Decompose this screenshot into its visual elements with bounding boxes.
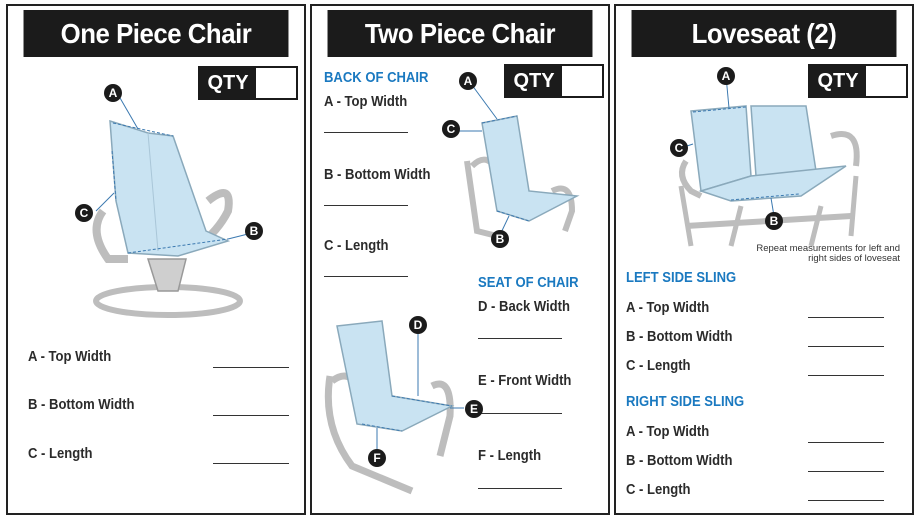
- right-field-a: A - Top Width: [626, 424, 710, 440]
- one-piece-chair-illustration: A B C: [75, 84, 263, 318]
- qty-field[interactable]: QTY: [504, 64, 604, 98]
- right-side-sling-heading: RIGHT SIDE SLING: [626, 394, 745, 410]
- qty-label: QTY: [506, 66, 562, 96]
- svg-text:B: B: [496, 232, 505, 246]
- marker-f: F: [368, 449, 386, 467]
- back-field-b-blank[interactable]: [324, 205, 408, 206]
- marker-d: D: [409, 316, 427, 334]
- svg-text:A: A: [464, 74, 473, 88]
- marker-c: C: [75, 204, 93, 222]
- panel-title: Two Piece Chair: [327, 10, 593, 57]
- svg-text:C: C: [80, 206, 89, 220]
- panel-title: One Piece Chair: [23, 10, 289, 57]
- back-field-a: A - Top Width: [324, 94, 408, 110]
- seat-field-e-blank[interactable]: [478, 413, 562, 414]
- back-field-b: B - Bottom Width: [324, 167, 431, 183]
- svg-text:A: A: [109, 86, 118, 100]
- left-field-b-blank[interactable]: [808, 346, 884, 347]
- svg-text:C: C: [675, 141, 684, 155]
- loveseat-illustration: A B C: [670, 67, 860, 247]
- marker-e: E: [465, 400, 483, 418]
- left-side-sling-heading: LEFT SIDE SLING: [626, 270, 737, 286]
- left-field-c: C - Length: [626, 358, 691, 374]
- field-b-bottom-width: B - Bottom Width: [28, 397, 135, 413]
- seat-of-chair-heading: SEAT OF CHAIR: [478, 275, 579, 291]
- seat-field-d: D - Back Width: [478, 299, 570, 315]
- marker-a: A: [459, 72, 477, 90]
- panel-loveseat: Loveseat (2) QTY A B C Repeat measuremen…: [614, 4, 914, 515]
- right-field-b-blank[interactable]: [808, 471, 884, 472]
- marker-b: B: [491, 230, 509, 248]
- svg-text:B: B: [770, 214, 779, 228]
- svg-text:D: D: [414, 318, 423, 332]
- right-field-b: B - Bottom Width: [626, 453, 733, 469]
- svg-text:E: E: [470, 402, 478, 416]
- marker-c: C: [442, 120, 460, 138]
- seat-field-d-blank[interactable]: [478, 338, 562, 339]
- field-a-blank[interactable]: [213, 367, 289, 368]
- back-field-c: C - Length: [324, 238, 389, 254]
- qty-label: QTY: [200, 68, 256, 98]
- qty-label: QTY: [810, 66, 866, 96]
- right-field-c: C - Length: [626, 482, 691, 498]
- qty-field[interactable]: QTY: [808, 64, 908, 98]
- field-a-top-width: A - Top Width: [28, 349, 112, 365]
- back-of-chair-heading: BACK OF CHAIR: [324, 70, 429, 86]
- field-c-blank[interactable]: [213, 463, 289, 464]
- left-field-b: B - Bottom Width: [626, 329, 733, 345]
- back-of-chair-illustration: A B C: [442, 72, 580, 248]
- panel-title: Loveseat (2): [631, 10, 897, 57]
- marker-b: B: [765, 212, 783, 230]
- qty-input-box[interactable]: [866, 66, 906, 96]
- panel-two-piece-chair: Two Piece Chair QTY BACK OF CHAIR A - To…: [310, 4, 610, 515]
- svg-text:B: B: [250, 224, 259, 238]
- seat-field-e: E - Front Width: [478, 373, 572, 389]
- panel-one-piece-chair: One Piece Chair QTY A B C A - Top Width …: [6, 4, 306, 515]
- right-field-a-blank[interactable]: [808, 442, 884, 443]
- qty-input-box[interactable]: [256, 68, 296, 98]
- field-b-blank[interactable]: [213, 415, 289, 416]
- marker-c: C: [670, 139, 688, 157]
- left-field-a: A - Top Width: [626, 300, 710, 316]
- back-field-c-blank[interactable]: [324, 276, 408, 277]
- seat-of-chair-illustration: D E F: [324, 316, 483, 495]
- field-c-length: C - Length: [28, 446, 93, 462]
- seat-field-f: F - Length: [478, 448, 542, 464]
- back-field-a-blank[interactable]: [324, 132, 408, 133]
- qty-field[interactable]: QTY: [198, 66, 298, 100]
- repeat-measurements-note: Repeat measurements for left and right s…: [756, 243, 900, 264]
- svg-text:A: A: [722, 69, 731, 83]
- marker-b: B: [245, 222, 263, 240]
- seat-field-f-blank[interactable]: [478, 488, 562, 489]
- left-field-c-blank[interactable]: [808, 375, 884, 376]
- left-field-a-blank[interactable]: [808, 317, 884, 318]
- right-field-c-blank[interactable]: [808, 500, 884, 501]
- qty-input-box[interactable]: [562, 66, 602, 96]
- marker-a: A: [717, 67, 735, 85]
- marker-a: A: [104, 84, 122, 102]
- svg-text:F: F: [373, 451, 380, 465]
- svg-text:C: C: [447, 122, 456, 136]
